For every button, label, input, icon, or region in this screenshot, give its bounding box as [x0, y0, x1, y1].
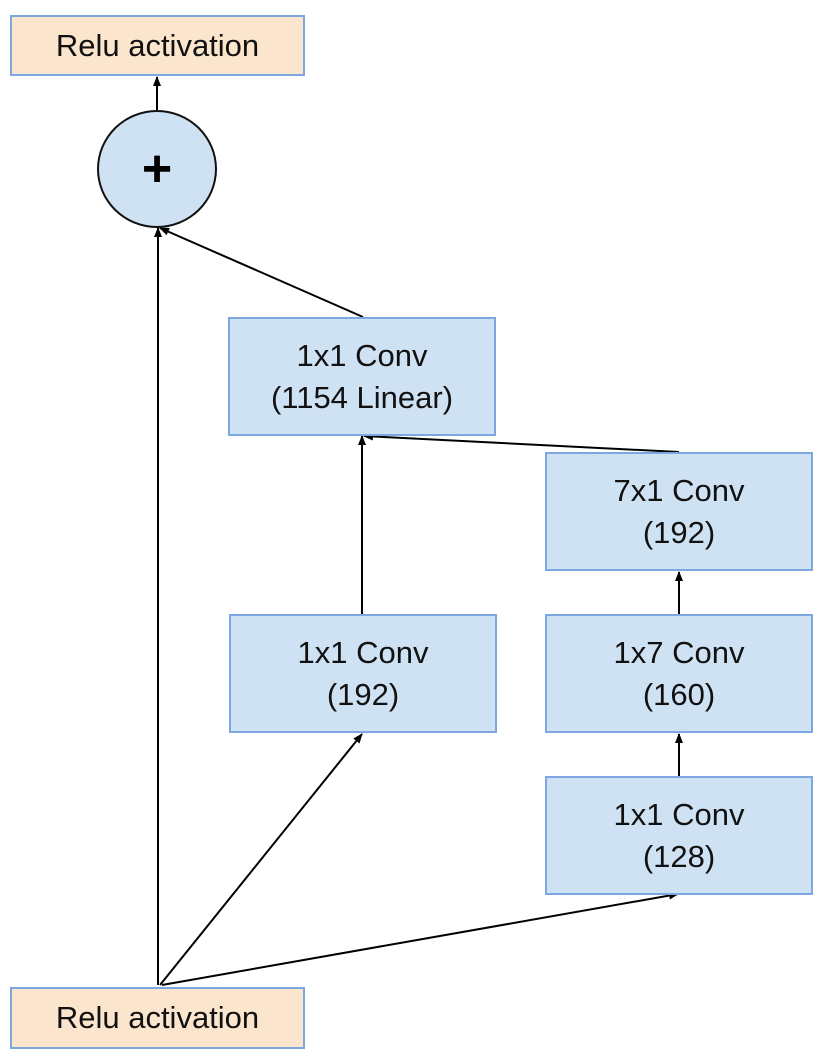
- add-node: +: [97, 110, 217, 228]
- edge-relu-to-conv-left: [159, 733, 363, 986]
- relu-bottom-label: Relu activation: [55, 1000, 260, 1035]
- relu-top-label: Relu activation: [55, 27, 260, 63]
- relu-activation-bottom: Relu activation: [10, 987, 305, 1049]
- conv-128-line2: (128): [642, 838, 716, 874]
- edge-conv-linear-to-add: [159, 227, 364, 318]
- conv-left-line1: 1x1 Conv: [297, 634, 429, 670]
- edge-conv-7x1-to-conv-linear: [363, 432, 680, 453]
- edge-relu-to-conv-128: [161, 891, 679, 986]
- plus-icon: +: [141, 140, 173, 198]
- conv-7x1: 7x1 Conv (192): [545, 452, 813, 571]
- conv-linear-line1: 1x1 Conv: [296, 337, 428, 373]
- conv-7x1-line1: 7x1 Conv: [613, 472, 745, 508]
- conv-1x7-line1: 1x7 Conv: [613, 634, 745, 670]
- conv-1x7-line2: (160): [642, 676, 716, 712]
- conv-1x1-left: 1x1 Conv (192): [229, 614, 497, 733]
- conv-1x1-128: 1x1 Conv (128): [545, 776, 813, 895]
- conv-linear-line2: (1154 Linear): [270, 379, 454, 415]
- conv-7x1-line2: (192): [642, 514, 716, 550]
- conv-1x7: 1x7 Conv (160): [545, 614, 813, 733]
- relu-activation-top: Relu activation: [10, 15, 305, 76]
- conv-1x1-linear: 1x1 Conv (1154 Linear): [228, 317, 496, 436]
- conv-128-line1: 1x1 Conv: [613, 796, 745, 832]
- conv-left-line2: (192): [326, 676, 400, 712]
